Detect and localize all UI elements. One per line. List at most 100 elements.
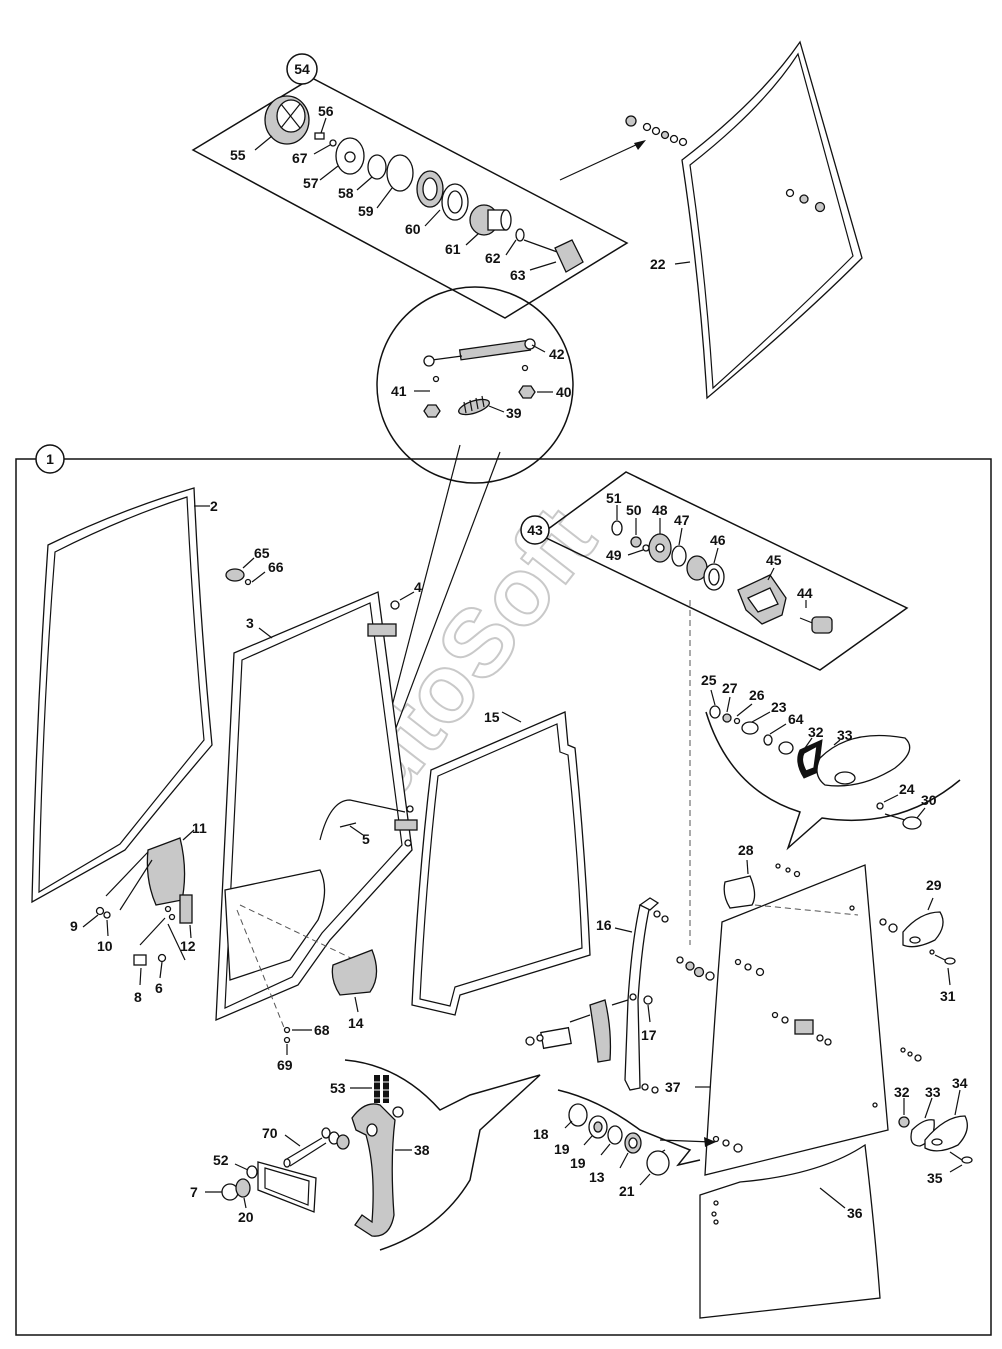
part-52 bbox=[257, 1161, 317, 1213]
callout-8: 8 bbox=[134, 989, 142, 1005]
callout-70: 70 bbox=[262, 1125, 278, 1141]
part-50 bbox=[630, 536, 642, 548]
part-51 bbox=[611, 520, 623, 536]
callout-9: 9 bbox=[70, 918, 78, 934]
detail-lock-cylinder: 25 27 26 23 64 32 33 24 30 bbox=[701, 672, 961, 851]
part-26 bbox=[733, 717, 741, 725]
group-marker-54 bbox=[286, 53, 318, 85]
callout-65: 65 bbox=[254, 545, 270, 561]
panel-group-54: 54 bbox=[191, 53, 646, 319]
part-30 bbox=[902, 816, 922, 830]
callout-59: 59 bbox=[358, 203, 374, 219]
part-64b bbox=[778, 741, 794, 755]
part-53 bbox=[374, 1075, 389, 1103]
callout-25: 25 bbox=[701, 672, 717, 688]
part-22-rear-window: 22 bbox=[625, 40, 863, 400]
part-67 bbox=[329, 139, 337, 147]
callout-40: 40 bbox=[556, 384, 572, 400]
callout-45: 45 bbox=[766, 552, 782, 568]
part-16-hinge-arm: 16 17 bbox=[596, 897, 669, 1094]
callout-28: 28 bbox=[738, 842, 754, 858]
part-11-lock-bracket: 11 9 10 12 8 6 bbox=[70, 820, 207, 1005]
callout-30: 30 bbox=[921, 792, 937, 808]
detail-washers: 18 19 19 13 21 bbox=[533, 1089, 716, 1199]
panel-group-43: 43 51 50 48 47 46 45 44 49 bbox=[520, 471, 909, 945]
callout-10: 10 bbox=[97, 938, 113, 954]
callout-32a: 32 bbox=[808, 724, 824, 740]
part-44 bbox=[799, 616, 833, 634]
part-37-glass-panel: 37 bbox=[665, 864, 889, 1176]
callout-13: 13 bbox=[589, 1169, 605, 1185]
callout-39: 39 bbox=[506, 405, 522, 421]
callout-31: 31 bbox=[940, 988, 956, 1004]
detail-gas-strut: 42 40 39 41 bbox=[364, 286, 574, 811]
callout-52: 52 bbox=[213, 1152, 229, 1168]
callout-47: 47 bbox=[674, 512, 690, 528]
part-15-seal: 15 bbox=[411, 709, 591, 1016]
callout-33b: 33 bbox=[925, 1084, 941, 1100]
part-59 bbox=[386, 154, 414, 192]
callout-14: 14 bbox=[348, 1015, 364, 1031]
callout-17: 17 bbox=[641, 1027, 657, 1043]
callout-37: 37 bbox=[665, 1079, 681, 1095]
part-28: 28 bbox=[723, 842, 801, 909]
callout-64: 64 bbox=[788, 711, 804, 727]
part-47 bbox=[671, 545, 687, 567]
main-group-1: 1 bbox=[15, 444, 992, 1336]
part-25 bbox=[709, 705, 721, 719]
callout-16: 16 bbox=[596, 917, 612, 933]
callout-5: 5 bbox=[362, 831, 370, 847]
part-3-door-frame: 3 4 5 bbox=[215, 579, 422, 1031]
group-label-43: 43 bbox=[527, 522, 543, 538]
part-27 bbox=[722, 713, 732, 723]
callout-55: 55 bbox=[230, 147, 246, 163]
callout-68: 68 bbox=[314, 1022, 330, 1038]
callout-6: 6 bbox=[155, 980, 163, 996]
callout-4: 4 bbox=[414, 579, 422, 595]
part-2-door-glass: 2 bbox=[31, 487, 218, 904]
group-label-54: 54 bbox=[294, 61, 310, 77]
callout-69: 69 bbox=[277, 1057, 293, 1073]
callout-42: 42 bbox=[549, 346, 565, 362]
callout-23: 23 bbox=[771, 699, 787, 715]
callout-19b: 19 bbox=[570, 1155, 586, 1171]
part-38 bbox=[351, 1103, 404, 1237]
part-64 bbox=[763, 734, 773, 746]
callout-29: 29 bbox=[926, 877, 942, 893]
callout-34: 34 bbox=[952, 1075, 968, 1091]
part-42 bbox=[423, 338, 536, 367]
part-36-lower-panel: 36 bbox=[699, 1143, 881, 1319]
part-40 bbox=[518, 385, 536, 399]
part-21 bbox=[646, 1149, 670, 1176]
part-19b bbox=[607, 1125, 623, 1145]
part-29-31: 29 31 bbox=[849, 877, 956, 1108]
part-39 bbox=[458, 395, 490, 416]
callout-33a: 33 bbox=[837, 727, 853, 743]
part-70 bbox=[283, 1127, 350, 1168]
callout-24: 24 bbox=[899, 781, 915, 797]
part-32-35: 32 33 34 35 bbox=[894, 1075, 973, 1186]
callout-60: 60 bbox=[405, 221, 421, 237]
callout-2: 2 bbox=[210, 498, 218, 514]
callout-51: 51 bbox=[606, 490, 622, 506]
callout-11: 11 bbox=[192, 820, 207, 836]
callout-41: 41 bbox=[391, 383, 407, 399]
callout-63: 63 bbox=[510, 267, 526, 283]
callout-46: 46 bbox=[710, 532, 726, 548]
callout-48: 48 bbox=[652, 502, 668, 518]
callout-58: 58 bbox=[338, 185, 354, 201]
callout-27: 27 bbox=[722, 680, 738, 696]
group-label-1: 1 bbox=[46, 451, 54, 467]
callout-32b: 32 bbox=[894, 1084, 910, 1100]
callout-35: 35 bbox=[927, 1170, 943, 1186]
callout-3: 3 bbox=[246, 615, 254, 631]
part-45 bbox=[737, 574, 787, 625]
callout-15: 15 bbox=[484, 709, 500, 725]
callout-20: 20 bbox=[238, 1209, 254, 1225]
part-41-nut bbox=[423, 404, 441, 418]
group-marker-1 bbox=[35, 444, 65, 474]
callout-61: 61 bbox=[445, 241, 461, 257]
detail-handle: 53 38 70 52 7 20 bbox=[190, 1059, 541, 1251]
callout-18: 18 bbox=[533, 1126, 549, 1142]
